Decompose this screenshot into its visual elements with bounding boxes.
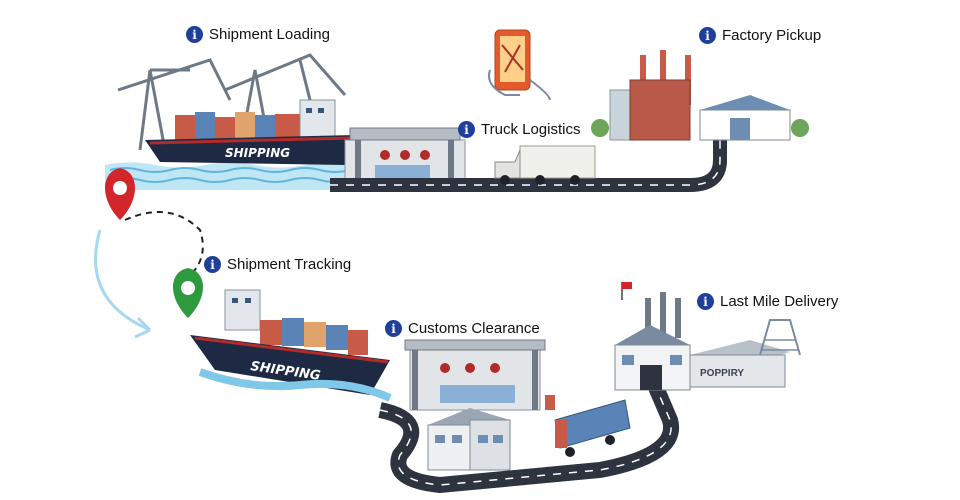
delivery-factory: POPPIRY: [614, 282, 801, 391]
step-label: Shipment Loading: [209, 26, 330, 43]
step-label: Truck Logistics: [481, 121, 581, 138]
customs-office: [427, 408, 511, 471]
step-label: Shipment Tracking: [227, 256, 352, 273]
map-pin-red: [105, 168, 135, 220]
step-label: Factory Pickup: [722, 27, 822, 44]
step-shipment-loading: i Shipment Loading: [186, 26, 330, 43]
truck-top: [494, 145, 596, 185]
truck-bottom: [554, 399, 631, 457]
cargo-ship-top: SHIPPING: [145, 99, 355, 165]
step-truck-logistics: i Truck Logistics: [458, 121, 580, 138]
tracking-route: [124, 211, 204, 281]
terminal-gantry-top: [344, 127, 466, 186]
step-label: Customs Clearance: [408, 320, 540, 337]
map-pin-green: [173, 268, 203, 318]
step-label: Last Mile Delivery: [720, 293, 839, 310]
step-last-mile-delivery: i Last Mile Delivery: [697, 293, 838, 310]
warehouse-sign: POPPIRY: [700, 368, 744, 379]
cargo-ship-bottom: SHIPPING: [190, 289, 392, 402]
factory-top: [591, 50, 809, 141]
harbor-water-top: [105, 162, 355, 190]
ship-label-top: SHIPPING: [225, 146, 290, 160]
info-icon: i: [186, 26, 203, 43]
info-icon: i: [385, 320, 402, 337]
step-shipment-tracking: i Shipment Tracking: [204, 256, 351, 273]
info-icon: i: [697, 293, 714, 310]
step-customs-clearance: i Customs Clearance: [385, 320, 540, 337]
info-icon: i: [699, 27, 716, 44]
customs-gantry: [404, 339, 555, 411]
flow-arrow: [94, 229, 152, 339]
step-factory-pickup: i Factory Pickup: [699, 27, 821, 44]
info-icon: i: [458, 121, 475, 138]
info-icon: i: [204, 256, 221, 273]
smartphone-hand-icon: [488, 29, 551, 101]
